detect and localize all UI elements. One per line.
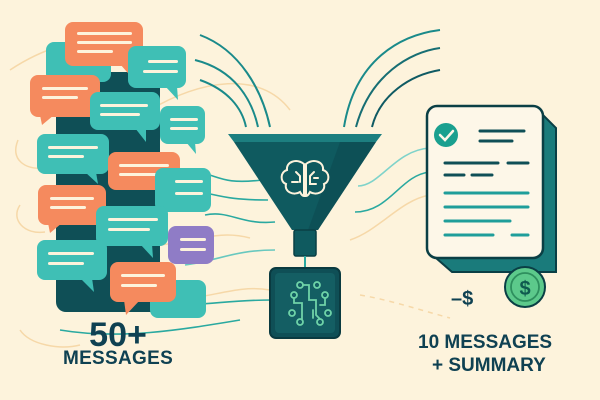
document-text-lines	[443, 129, 530, 237]
dollar-coin-icon: $	[504, 266, 546, 308]
message-bubble	[65, 22, 143, 80]
message-bubble-purple	[168, 226, 214, 264]
brain-circuit-icon	[280, 160, 330, 198]
circuit-icon	[288, 281, 332, 326]
message-bubble	[38, 185, 106, 233]
message-bubble	[96, 206, 168, 258]
message-bubble	[128, 46, 186, 100]
result-line-2: + SUMMARY	[432, 355, 546, 376]
result-line-1: 10 MESSAGES	[418, 332, 553, 353]
processor-chip	[269, 267, 341, 339]
funnel	[228, 134, 382, 268]
message-bubble	[37, 134, 109, 184]
cost-reduction-label: –$	[451, 288, 474, 310]
document-check-icon	[434, 123, 458, 147]
message-count: 50+	[89, 316, 147, 354]
message-bubble	[155, 168, 211, 212]
message-bubble	[90, 92, 160, 142]
svg-text:$: $	[519, 278, 530, 300]
message-bubble	[37, 240, 107, 292]
message-bubble	[110, 262, 176, 315]
input-flow-curves	[194, 29, 441, 128]
message-caption: MESSAGES	[62, 348, 174, 369]
message-bubble	[160, 106, 205, 154]
message-bubble	[30, 75, 100, 125]
